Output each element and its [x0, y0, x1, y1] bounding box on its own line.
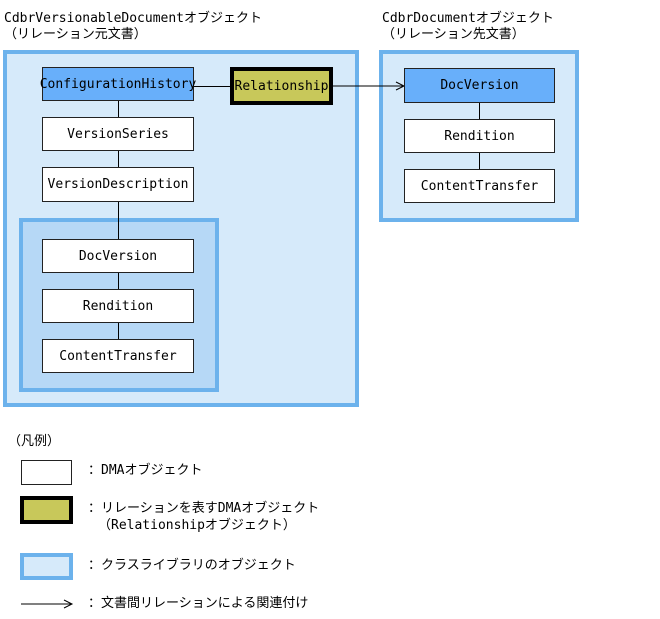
legend-swatch-relationship-object: [20, 496, 73, 524]
connector-right-1: [479, 103, 480, 119]
node-content-transfer-right: ContentTransfer: [404, 169, 555, 203]
connector-left-4: [118, 273, 119, 289]
node-doc-version-left: DocVersion: [42, 239, 194, 273]
node-configuration-history: ConfigurationHistory: [40, 67, 196, 101]
connector-left-2: [118, 151, 119, 167]
right-group-title: CdbrDocumentオブジェクト: [382, 11, 554, 26]
legend-arrow-icon: [21, 599, 74, 609]
legend-label-relationship-object-2: （Relationshipオブジェクト）: [98, 518, 296, 533]
connector-left-3: [118, 202, 119, 239]
node-version-description: VersionDescription: [42, 167, 194, 202]
legend-label-class-library-object: ：クラスライブラリのオブジェクト: [88, 558, 296, 573]
legend-label-arrow: ：文書間リレーションによる関連付け: [88, 596, 309, 611]
legend-label-dma-object: ：DMAオブジェクト: [88, 463, 203, 478]
node-doc-version-right: DocVersion: [404, 68, 555, 103]
legend-swatch-dma-object: [21, 460, 72, 485]
connector-left-1: [118, 101, 119, 117]
right-group-subtitle: （リレーション先文書）: [382, 27, 525, 42]
left-group-title: CdbrVersionableDocumentオブジェクト: [4, 11, 263, 26]
connector-left-5: [118, 323, 119, 339]
left-group-subtitle: （リレーション元文書）: [4, 27, 147, 42]
node-rendition-right: Rendition: [404, 119, 555, 153]
node-content-transfer-left: ContentTransfer: [42, 339, 194, 373]
node-version-series: VersionSeries: [42, 117, 194, 151]
connector-right-2: [479, 153, 480, 169]
legend-title: （凡例）: [8, 434, 61, 449]
legend-swatch-class-library-object: [20, 553, 73, 580]
connector-config-to-relationship: [194, 86, 231, 87]
node-rendition-left: Rendition: [42, 289, 194, 323]
node-relationship: Relationship: [230, 67, 333, 105]
legend-label-relationship-object-1: ：リレーションを表すDMAオブジェクト: [88, 501, 320, 516]
